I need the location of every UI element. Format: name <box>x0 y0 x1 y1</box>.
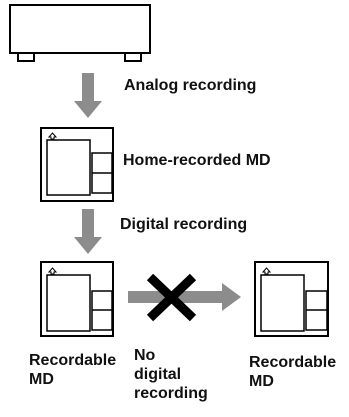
digital-recording-label: Digital recording <box>120 216 248 233</box>
home-recorded-md-icon <box>40 127 114 202</box>
recordable-md-left-label: Recordable MD <box>29 352 117 388</box>
no-digital-recording-label: No digital recording <box>134 347 208 402</box>
digital-flow-arrow-icon <box>74 209 102 254</box>
recordable-md-right-icon <box>254 261 329 337</box>
x-mark-icon <box>146 273 197 322</box>
analog-recording-label: Analog recording <box>124 77 257 94</box>
recordable-md-left-icon <box>40 261 114 337</box>
recordable-md-right-label: Recordable MD <box>249 354 337 390</box>
analog-flow-arrow-icon <box>74 73 102 118</box>
home-recorded-md-label: Home-recorded MD <box>123 152 271 169</box>
audio-deck-icon <box>9 4 151 62</box>
